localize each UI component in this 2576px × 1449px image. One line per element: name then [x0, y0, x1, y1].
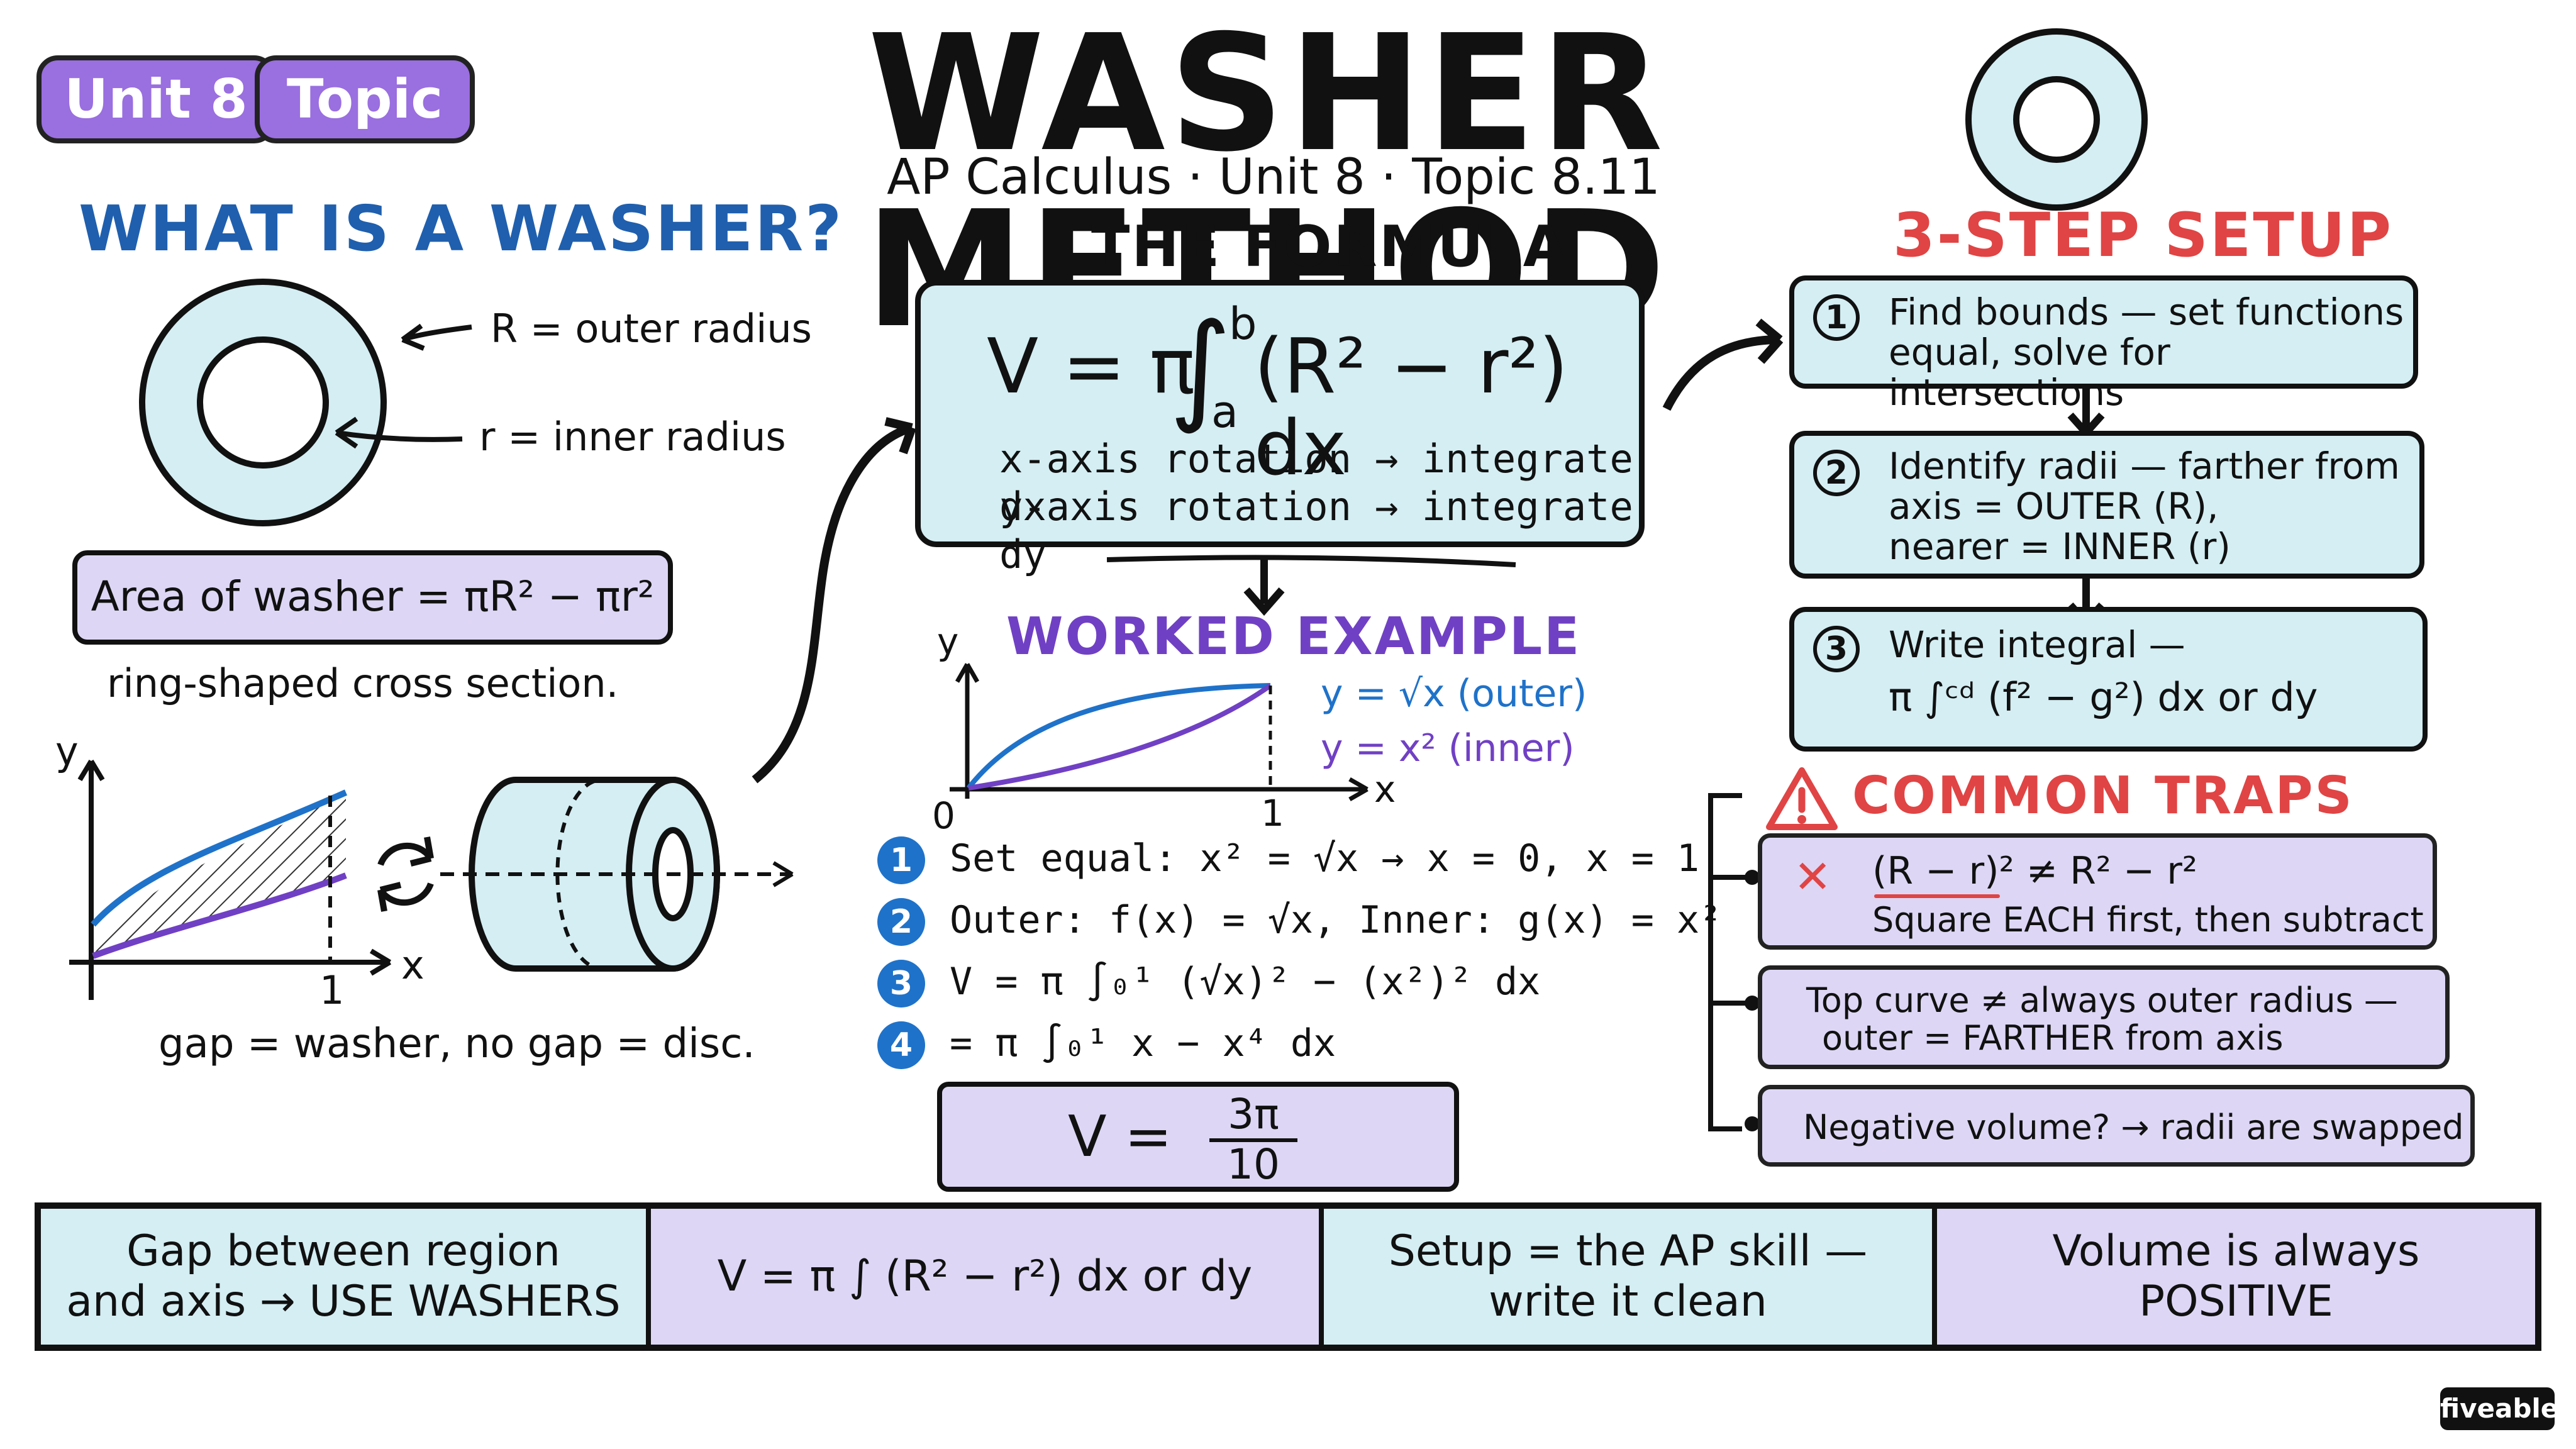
topic-badge: Topic 8.11 — [255, 55, 475, 209]
example-step-3: V = π ∫₀¹ (√x)² − (x²)² dx — [950, 960, 1541, 1004]
setup-step-3: 3 Write integral — π ∫ᶜᵈ (f² − g²) dx or… — [1789, 607, 2428, 752]
setup-step-2-line-3: nearer = INNER (r) — [1889, 525, 2231, 568]
example-step-4: = π ∫₀¹ x − x⁴ dx — [950, 1021, 1336, 1065]
setup-step-2: 2 Identify radii — farther from axis = O… — [1789, 431, 2424, 579]
region-graph-tick: 1 — [319, 967, 345, 1013]
rotate-icon — [377, 836, 434, 912]
region-graph-y: y — [55, 728, 79, 774]
trap-3: Negative volume? → radii are swapped — [1758, 1085, 2475, 1167]
region-graph-x: x — [401, 942, 425, 988]
setup-step-2-num: 2 — [1813, 450, 1860, 496]
footer-cell-4: Volume is always POSITIVE — [1937, 1209, 2535, 1345]
traps-bracket — [1708, 793, 1760, 1131]
trap-1-x-icon: ✕ — [1794, 850, 1832, 903]
trap-2-line-1: Top curve ≠ always outer radius — — [1806, 980, 2398, 1020]
setup-step-3-num: 3 — [1813, 626, 1860, 672]
gap-caption: gap = washer, no gap = disc. — [158, 1021, 755, 1067]
setup-step-1: 1 Find bounds — set functions equal, sol… — [1789, 275, 2418, 413]
trap-1-underline — [1874, 894, 2000, 898]
example-heading: WORKED EXAMPLE — [1006, 607, 1582, 667]
result-v: V = — [1068, 1104, 1172, 1170]
formula-rule-y: y-axis rotation → integrate dy — [999, 484, 1633, 577]
example-tick: 1 — [1261, 792, 1284, 835]
setup-step-1-line-2: equal, solve for intersections — [1889, 331, 2170, 414]
trap-1-line-1: (R − r)² ≠ R² − r² — [1872, 849, 2197, 893]
curved-arrow-left — [752, 417, 916, 784]
formula-v: V = π — [987, 323, 1196, 411]
example-step-4-num: 4 — [877, 1021, 925, 1069]
page-subtitle: AP Calculus · Unit 8 · Topic 8.11 — [887, 149, 1660, 206]
example-origin: 0 — [932, 794, 955, 837]
trap-1: ✕ (R − r)² ≠ R² − r² Square EACH first, … — [1758, 833, 2437, 950]
washer-icon — [1965, 28, 2148, 211]
washer-diagram — [139, 279, 472, 526]
footer-cell-3: Setup = the AP skill — write it clean — [1324, 1209, 1937, 1345]
example-axis-y: y — [937, 620, 959, 663]
washer-heading: WHAT IS A WASHER? — [79, 192, 844, 265]
trap-2-line-2: outer = FARTHER from axis — [1822, 1018, 2284, 1058]
trap-3-line-1: Negative volume? → radii are swapped — [1803, 1108, 2464, 1147]
washer-solid-diagram — [440, 777, 794, 972]
formula-box: V = π ∫ b a (R² − r²) dx x-axis rotation… — [915, 280, 1645, 577]
region-graph — [69, 759, 392, 1000]
formula-integrand: (R² − r²) dx — [1254, 323, 1568, 492]
summary-footer: Gap between region and axis → USE WASHER… — [35, 1202, 2541, 1351]
warning-icon — [1766, 767, 1838, 830]
result-fraction-bar — [1209, 1138, 1297, 1142]
inner-radius-label: r = inner radius — [479, 414, 786, 460]
outer-radius-label: R = outer radius — [491, 306, 812, 352]
trap-2: Top curve ≠ always outer radius — outer … — [1758, 965, 2450, 1069]
formula-down-arrow — [1107, 555, 1516, 616]
example-axis-x: x — [1374, 768, 1396, 811]
example-graph — [950, 663, 1368, 802]
example-step-2-num: 2 — [877, 898, 925, 946]
result-numerator: 3π — [1228, 1090, 1279, 1138]
example-inner-label: y = x² (inner) — [1321, 726, 1575, 770]
footer-cell-1: Gap between region and axis → USE WASHER… — [41, 1209, 651, 1345]
upper-bound: b — [1229, 298, 1257, 350]
page-title: WASHER METHOD — [865, 1, 1670, 364]
unit-badge: Unit 8 — [36, 55, 275, 143]
washer-caption: ring-shaped cross section. — [107, 660, 619, 706]
fiveable-logo: fiveable — [2440, 1387, 2558, 1430]
example-step-2: Outer: f(x) = √x, Inner: g(x) = x² — [950, 898, 1723, 942]
setup-step-3-line-2: π ∫ᶜᵈ (f² − g²) dx or dy — [1889, 674, 2318, 720]
integral-sign: ∫ — [1169, 297, 1231, 436]
setup-step-1-num: 1 — [1813, 294, 1860, 341]
setup-arrow-1 — [2067, 385, 2105, 435]
setup-step-2-line-2: axis = OUTER (R), — [1889, 485, 2219, 528]
example-step-1-num: 1 — [877, 836, 925, 884]
traps-heading: COMMON TRAPS — [1852, 766, 2354, 826]
setup-heading: 3-STEP SETUP — [1893, 200, 2394, 270]
lower-bound: a — [1211, 386, 1238, 438]
setup-step-3-line-1: Write integral — — [1889, 623, 2185, 666]
example-result-box: V = 3π 10 — [937, 1082, 1459, 1192]
example-step-3-num: 3 — [877, 960, 925, 1008]
setup-step-2-line-1: Identify radii — farther from — [1889, 445, 2400, 487]
formula-rule-x: x-axis rotation → integrate dx — [999, 436, 1633, 530]
area-of-washer-box: Area of washer = πR² − πr² — [72, 550, 673, 645]
setup-step-1-line-1: Find bounds — set functions — [1889, 291, 2404, 333]
example-step-1: Set equal: x² = √x → x = 0, x = 1 — [950, 836, 1700, 880]
result-denominator: 10 — [1227, 1140, 1280, 1189]
trap-1-line-2: Square EACH first, then subtract — [1872, 900, 2424, 940]
formula-heading: THE FORMULA — [1091, 214, 1569, 280]
example-outer-label: y = √x (outer) — [1321, 672, 1587, 716]
footer-cell-2: V = π ∫ (R² − r²) dx or dy — [651, 1209, 1324, 1345]
curved-arrow-right — [1662, 318, 1784, 411]
